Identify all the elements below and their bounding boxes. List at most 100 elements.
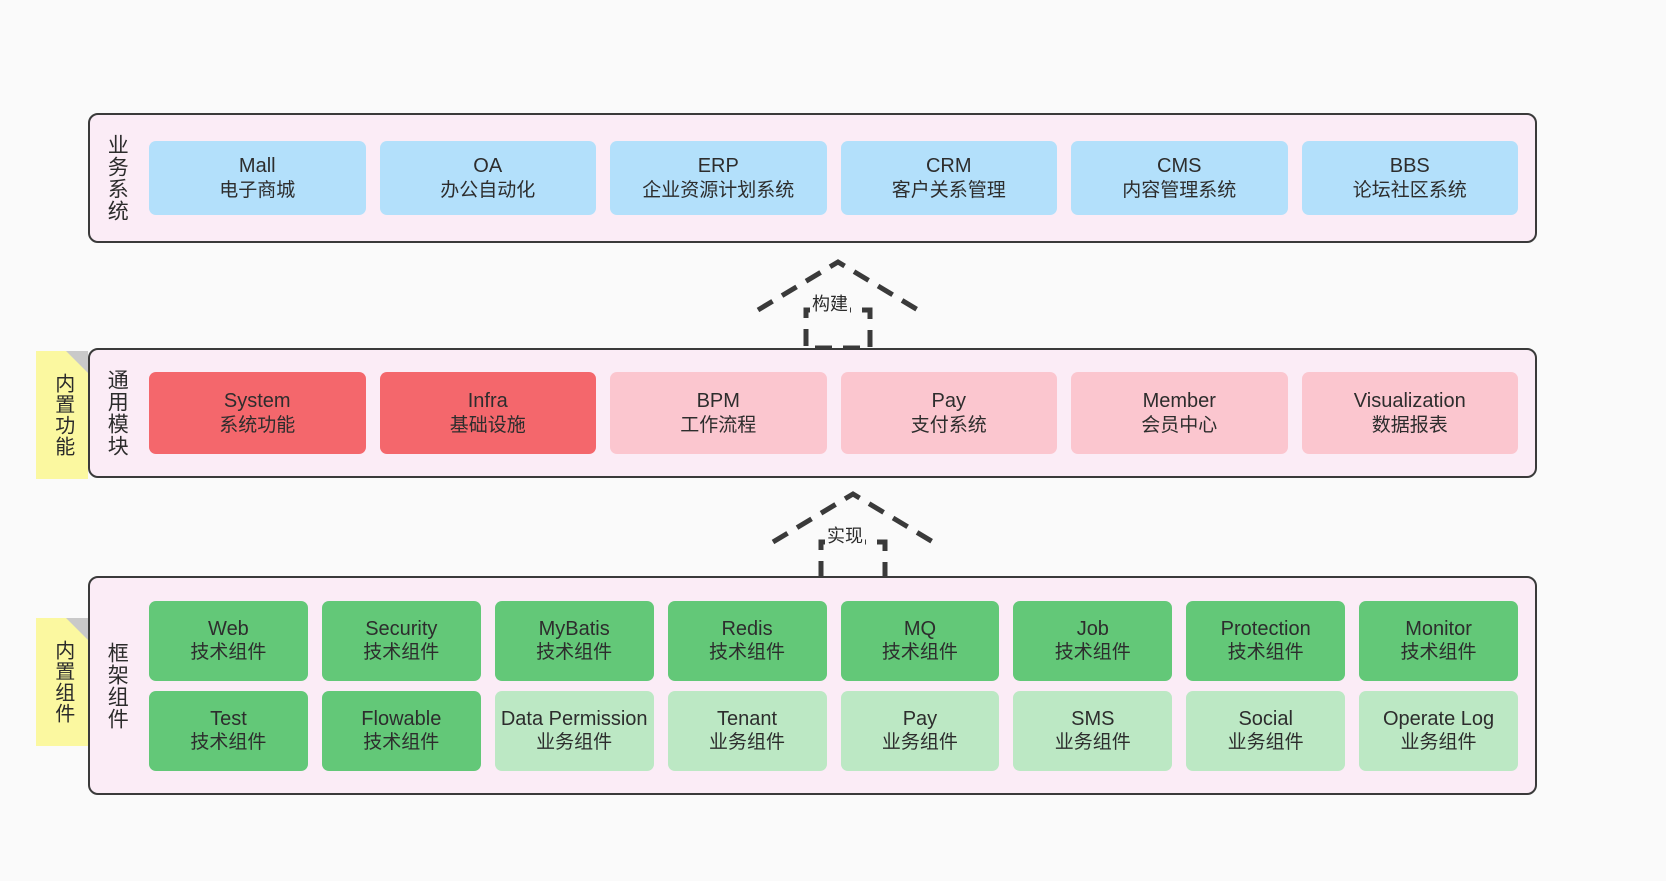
box-redis-subtitle: 技术组件 xyxy=(709,642,786,664)
box-infra-subtitle: 基础设施 xyxy=(449,414,526,436)
common-module-cell: BPM 工作流程 xyxy=(603,372,834,454)
business-system-cell: CRM 客户关系管理 xyxy=(834,141,1065,215)
business-system-cell: BBS 论坛社区系统 xyxy=(1295,141,1526,215)
box-cms-subtitle: 内容管理系统 xyxy=(1122,179,1237,201)
build-arrow-head xyxy=(756,259,920,313)
box-erp-subtitle: 企业资源计划系统 xyxy=(642,179,795,201)
connector-build: 构建 xyxy=(750,258,926,351)
framework-component-cell: Pay 业务组件 xyxy=(834,690,1007,771)
framework-component-cell: Data Permission 业务组件 xyxy=(488,690,661,771)
connector-implement: 实现 xyxy=(765,490,941,583)
box-mybatis[interactable]: MyBatis 技术组件 xyxy=(494,600,654,681)
box-bpm-title: BPM xyxy=(696,390,740,413)
box-protection[interactable]: Protection 技术组件 xyxy=(1186,600,1346,681)
box-cms[interactable]: CMS 内容管理系统 xyxy=(1071,141,1288,215)
box-visualization-subtitle: 数据报表 xyxy=(1371,414,1448,436)
business-system-cell: OA 办公自动化 xyxy=(373,141,604,215)
box-mq[interactable]: MQ 技术组件 xyxy=(840,600,1000,681)
box-pay-component-subtitle: 业务组件 xyxy=(881,732,958,754)
implement-arrow-head xyxy=(771,491,935,545)
common-modules-row: System 系统功能 Infra 基础设施 BPM 工作流程 xyxy=(142,372,1525,454)
box-test-title: Test xyxy=(210,707,247,730)
box-pay-module[interactable]: Pay 支付系统 xyxy=(840,372,1057,454)
box-crm[interactable]: CRM 客户关系管理 xyxy=(840,141,1057,215)
box-crm-subtitle: 客户关系管理 xyxy=(891,179,1006,201)
box-tenant[interactable]: Tenant 业务组件 xyxy=(667,690,827,771)
box-system[interactable]: System 系统功能 xyxy=(149,372,366,454)
box-pay-module-subtitle: 支付系统 xyxy=(910,414,987,436)
box-member-subtitle: 会员中心 xyxy=(1141,414,1218,436)
box-sms[interactable]: SMS 业务组件 xyxy=(1013,690,1173,771)
box-social-subtitle: 业务组件 xyxy=(1227,732,1304,754)
box-infra[interactable]: Infra 基础设施 xyxy=(379,372,596,454)
box-operate-log-subtitle: 业务组件 xyxy=(1400,732,1477,754)
box-social[interactable]: Social 业务组件 xyxy=(1186,690,1346,771)
common-module-cell: Member 会员中心 xyxy=(1064,372,1295,454)
box-system-title: System xyxy=(223,390,291,413)
box-mybatis-title: MyBatis xyxy=(538,617,610,640)
box-monitor-subtitle: 技术组件 xyxy=(1400,642,1477,664)
layer-framework-components-body: Web 技术组件 Security 技术组件 MyBatis 技术组件 xyxy=(142,578,1535,793)
box-security[interactable]: Security 技术组件 xyxy=(321,600,481,681)
box-sms-title: SMS xyxy=(1071,707,1115,730)
layer-common-modules: 通用模块 System 系统功能 Infra 基础设施 xyxy=(88,348,1537,478)
box-member[interactable]: Member 会员中心 xyxy=(1071,372,1288,454)
framework-component-cell: Web 技术组件 xyxy=(142,600,315,681)
box-bbs-subtitle: 论坛社区系统 xyxy=(1352,179,1467,201)
box-flowable-title: Flowable xyxy=(361,707,442,730)
common-module-cell: Pay 支付系统 xyxy=(834,372,1065,454)
note-builtin-components: 内置组件 xyxy=(36,618,88,746)
box-visualization[interactable]: Visualization 数据报表 xyxy=(1301,372,1518,454)
box-oa[interactable]: OA 办公自动化 xyxy=(379,141,596,215)
box-job[interactable]: Job 技术组件 xyxy=(1013,600,1173,681)
box-mybatis-subtitle: 技术组件 xyxy=(536,642,613,664)
box-mall-title: Mall xyxy=(238,155,276,178)
note-fold-corner-icon xyxy=(66,351,88,373)
box-infra-title: Infra xyxy=(467,390,508,413)
framework-business-row: Test 技术组件 Flowable 技术组件 Data Permission … xyxy=(142,690,1525,771)
box-mq-title: MQ xyxy=(903,617,937,640)
common-module-cell: Visualization 数据报表 xyxy=(1295,372,1526,454)
box-data-permission-subtitle: 业务组件 xyxy=(536,732,613,754)
framework-component-cell: Flowable 技术组件 xyxy=(315,690,488,771)
framework-component-cell: Job 技术组件 xyxy=(1006,600,1179,681)
box-data-permission[interactable]: Data Permission 业务组件 xyxy=(494,690,654,771)
box-redis[interactable]: Redis 技术组件 xyxy=(667,600,827,681)
box-monitor-title: Monitor xyxy=(1405,617,1472,640)
box-operate-log-title: Operate Log xyxy=(1382,707,1495,730)
box-flowable[interactable]: Flowable 技术组件 xyxy=(321,690,481,771)
box-operate-log[interactable]: Operate Log 业务组件 xyxy=(1359,690,1518,771)
box-pay-component[interactable]: Pay 业务组件 xyxy=(840,690,1000,771)
box-web[interactable]: Web 技术组件 xyxy=(149,600,308,681)
business-system-cell: CMS 内容管理系统 xyxy=(1064,141,1295,215)
box-redis-title: Redis xyxy=(721,617,773,640)
box-social-title: Social xyxy=(1238,707,1293,730)
box-test[interactable]: Test 技术组件 xyxy=(149,690,308,771)
framework-component-cell: MQ 技术组件 xyxy=(834,600,1007,681)
box-mall[interactable]: Mall 电子商城 xyxy=(149,141,366,215)
framework-component-cell: Security 技术组件 xyxy=(315,600,488,681)
box-mq-subtitle: 技术组件 xyxy=(881,642,958,664)
box-sms-subtitle: 业务组件 xyxy=(1054,732,1131,754)
connector-implement-label: 实现 xyxy=(825,522,865,548)
box-oa-subtitle: 办公自动化 xyxy=(440,179,536,201)
box-monitor[interactable]: Monitor 技术组件 xyxy=(1359,600,1518,681)
box-job-title: Job xyxy=(1076,617,1109,640)
box-bbs-title: BBS xyxy=(1389,155,1430,178)
box-erp-title: ERP xyxy=(697,155,739,178)
box-flowable-subtitle: 技术组件 xyxy=(363,732,440,754)
layer-framework-components: 框架组件 Web 技术组件 Security 技术组件 xyxy=(88,576,1537,795)
box-security-title: Security xyxy=(365,617,438,640)
note-builtin-components-label: 内置组件 xyxy=(51,640,74,724)
framework-component-cell: Redis 技术组件 xyxy=(661,600,834,681)
business-system-cell: Mall 电子商城 xyxy=(142,141,373,215)
box-crm-title: CRM xyxy=(925,155,972,178)
box-web-title: Web xyxy=(208,617,249,640)
box-erp[interactable]: ERP 企业资源计划系统 xyxy=(610,141,827,215)
box-member-title: Member xyxy=(1142,390,1216,413)
box-bbs[interactable]: BBS 论坛社区系统 xyxy=(1301,141,1518,215)
box-bpm[interactable]: BPM 工作流程 xyxy=(610,372,827,454)
layer-business-systems-body: Mall 电子商城 OA 办公自动化 ERP 企业资源计划系统 xyxy=(142,115,1535,241)
box-pay-component-title: Pay xyxy=(902,707,938,730)
box-protection-title: Protection xyxy=(1220,617,1311,640)
